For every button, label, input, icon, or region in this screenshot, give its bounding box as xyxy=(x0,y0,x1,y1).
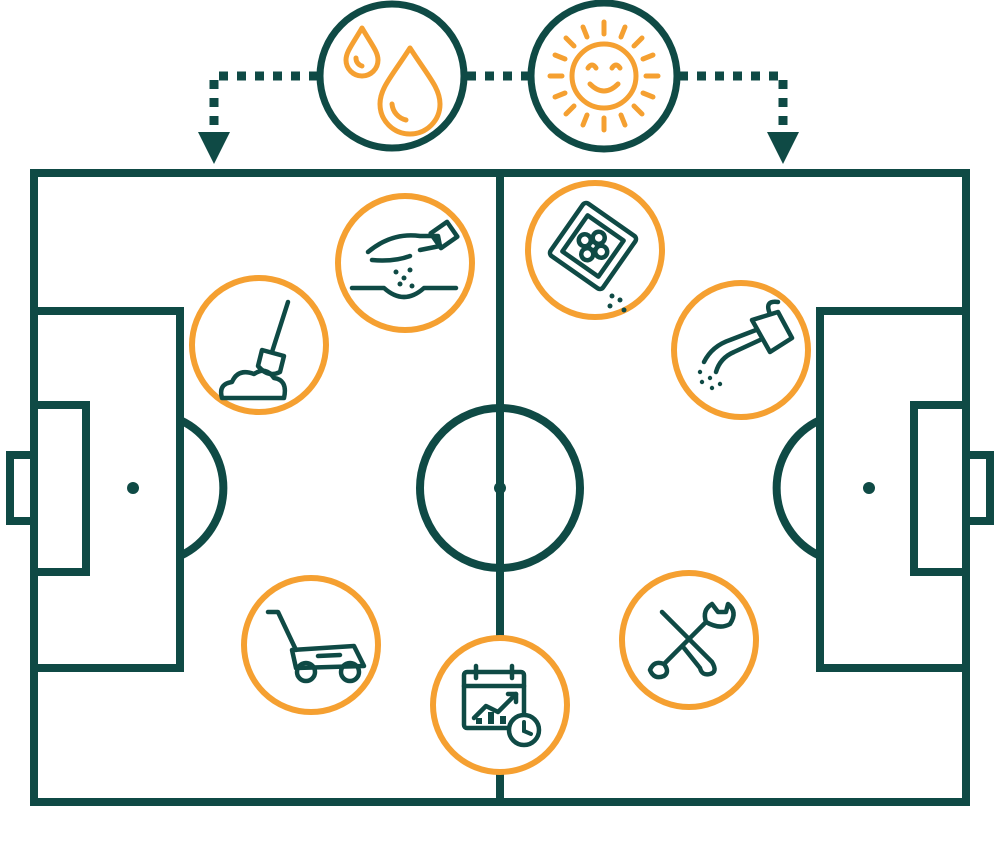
center-circle xyxy=(416,404,584,572)
left-dotted-connector xyxy=(209,71,318,132)
calendar-schedule-icon xyxy=(430,635,570,775)
hand-seeding-icon xyxy=(335,193,475,333)
left-penalty-arc xyxy=(178,416,228,560)
center-spot xyxy=(494,482,506,494)
watering-can-icon xyxy=(671,280,811,420)
left-penalty-area xyxy=(30,307,184,672)
right-dotted-connector xyxy=(679,71,788,132)
sun-icon xyxy=(527,0,681,153)
right-goal-area xyxy=(910,401,970,576)
right-goal xyxy=(962,451,994,525)
tools-wrench-screwdriver-icon xyxy=(619,570,759,710)
right-penalty-spot xyxy=(863,482,875,494)
water-drops-icon xyxy=(316,0,468,152)
left-goal-area xyxy=(30,401,90,576)
right-penalty-arc xyxy=(772,416,822,560)
right-penalty-area xyxy=(816,307,970,672)
soil-shovel-icon xyxy=(189,275,329,415)
left-penalty-spot xyxy=(127,482,139,494)
right-arrow-head xyxy=(767,132,799,164)
left-arrow-head xyxy=(198,132,230,164)
left-goal xyxy=(6,451,38,525)
lawn-mower-icon xyxy=(241,575,381,715)
weather-connectors xyxy=(209,71,788,132)
seed-packet-icon xyxy=(525,180,665,320)
